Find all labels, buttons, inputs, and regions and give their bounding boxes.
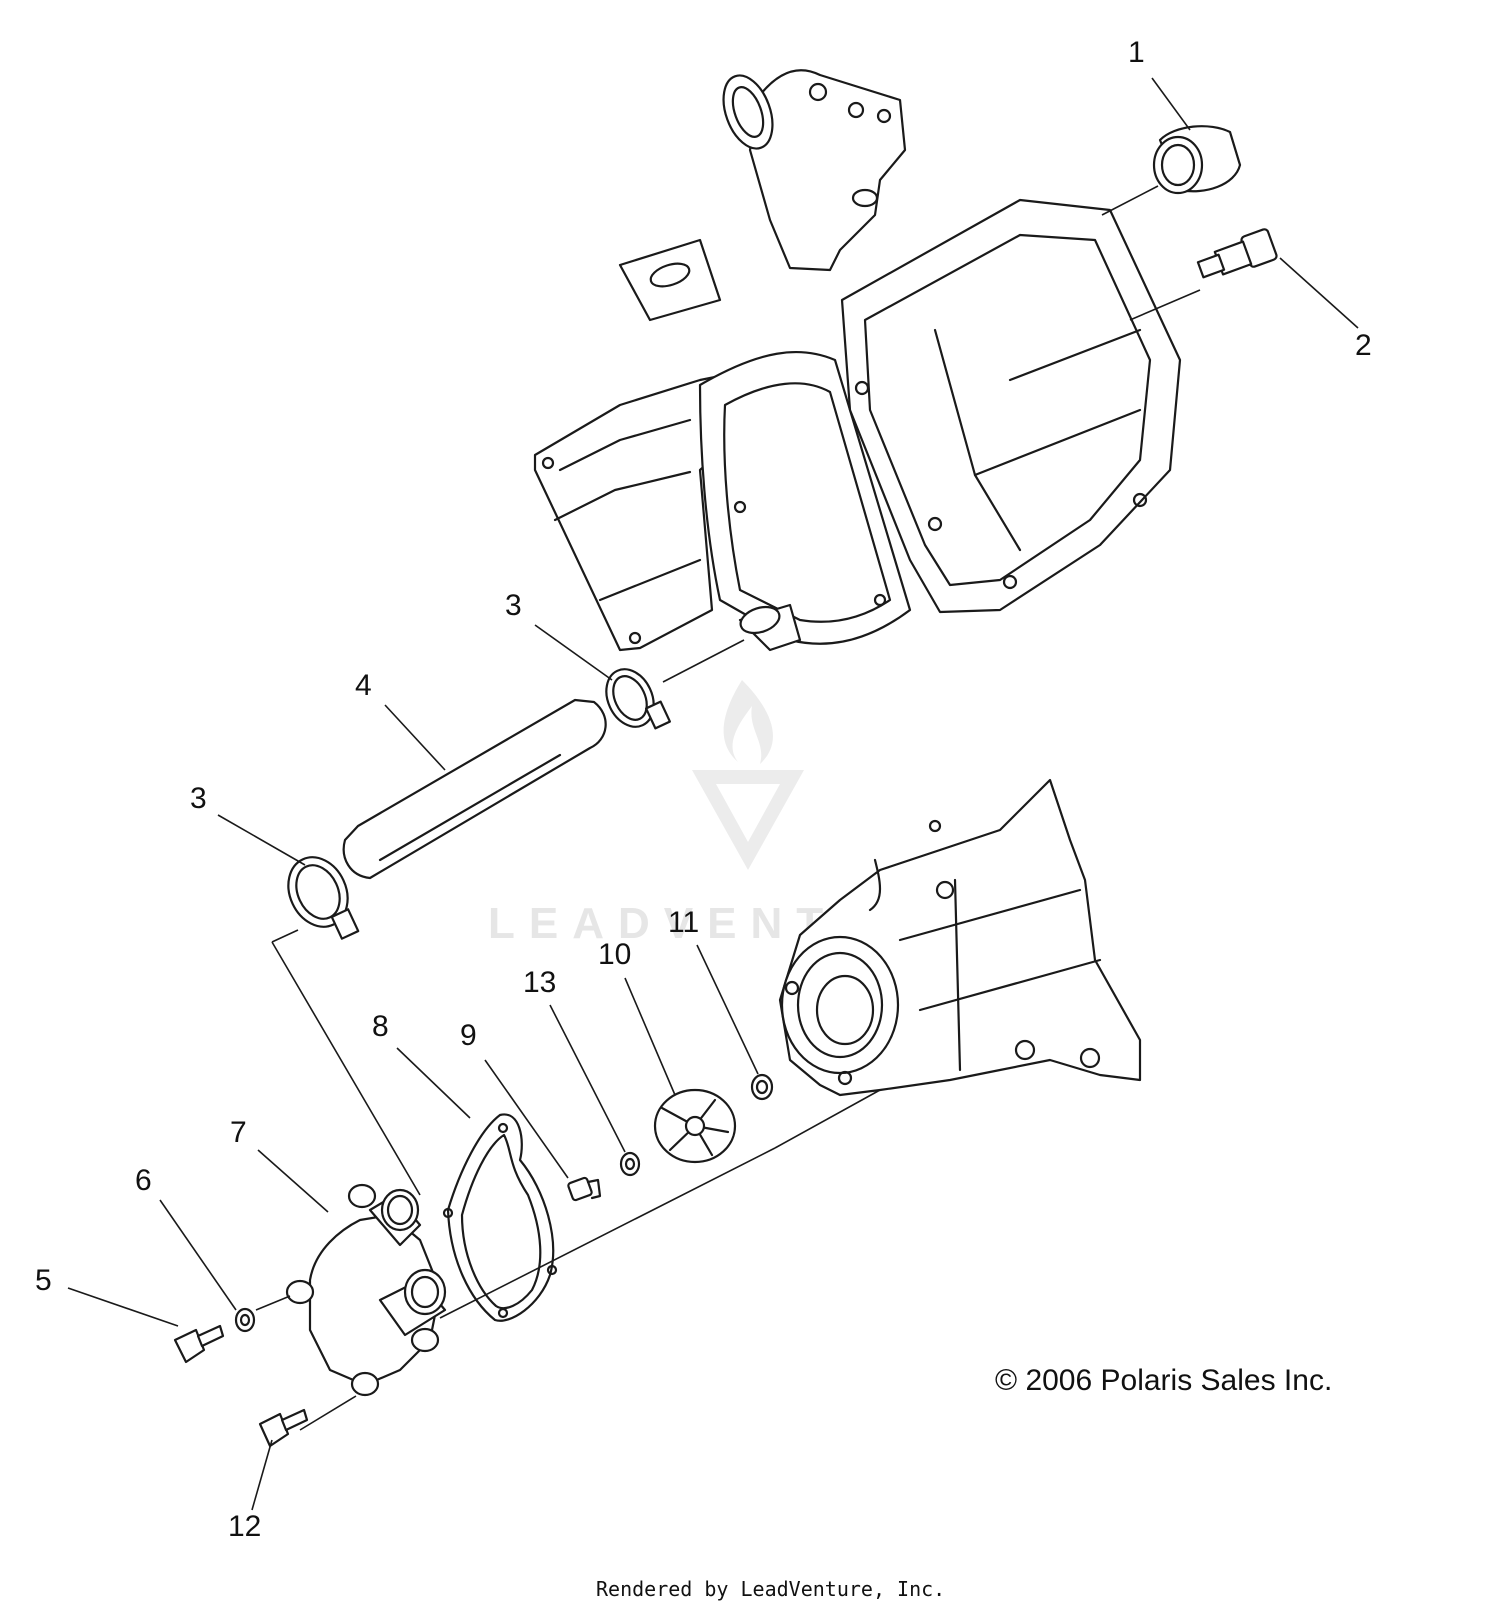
bolt-12: [258, 1408, 309, 1448]
water-pump-impeller: [653, 1088, 737, 1164]
callout-2: 2: [1355, 329, 1372, 362]
bolt-5: [173, 1324, 225, 1364]
crankcase: [778, 778, 1142, 1097]
oil-seal: [750, 1073, 774, 1101]
callout-1: 1: [1128, 36, 1145, 69]
callout-6: 6: [135, 1164, 152, 1197]
temperature-sensor: [1196, 228, 1278, 279]
water-pump-gasket: [442, 1113, 558, 1322]
assembly-lines: [255, 185, 1201, 1431]
render-credit: Rendered by LeadVenture, Inc.: [596, 1577, 945, 1601]
hose-clamp-lower: [287, 856, 360, 940]
callout-3-lower: 3: [190, 782, 207, 815]
callout-4: 4: [355, 669, 372, 702]
callout-13: 13: [523, 966, 556, 999]
water-pump-cover: [285, 1183, 447, 1397]
drain-plug: [567, 1176, 602, 1202]
callout-9: 9: [460, 1019, 477, 1052]
callout-3-upper: 3: [505, 589, 522, 622]
callout-11: 11: [668, 906, 699, 939]
callout-12: 12: [228, 1510, 261, 1543]
washer-13: [619, 1151, 641, 1177]
thermostat-cap: [1152, 125, 1242, 195]
copyright-notice: © 2006 Polaris Sales Inc.: [995, 1364, 1332, 1397]
watermark-flame-icon: [723, 680, 773, 764]
hose-clamp-upper: [605, 668, 671, 730]
callout-10: 10: [598, 938, 631, 971]
washer-6: [234, 1307, 256, 1333]
cylinder-head-assembly: [533, 69, 1182, 652]
callout-leaders: [67, 77, 1359, 1511]
callout-labels: 1 2 3 4 3 5 6 7 8 9 10 11 12 13: [35, 36, 1372, 1543]
callout-5: 5: [35, 1264, 52, 1297]
callout-8: 8: [372, 1010, 389, 1043]
watermark-v-icon: [692, 770, 804, 870]
coolant-hose: [342, 698, 607, 880]
callout-7: 7: [230, 1116, 247, 1149]
